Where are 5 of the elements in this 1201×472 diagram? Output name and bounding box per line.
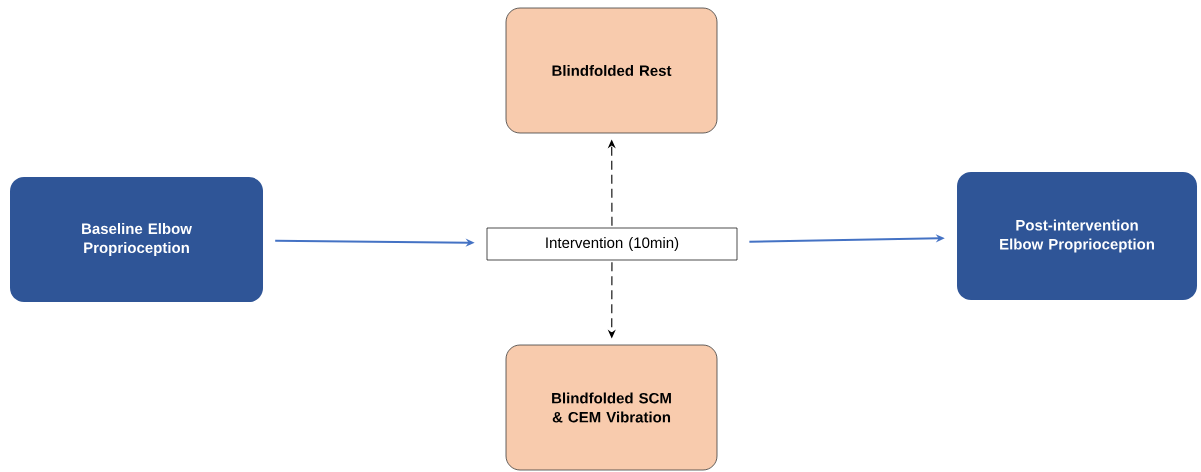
intervention-box: Blindfolded SCM & CEM Vibration — [505, 344, 718, 471]
intervention-box: Intervention (10min) — [486, 227, 738, 261]
process-box: Baseline Elbow Proprioception — [10, 177, 263, 302]
process-box: Post-intervention Elbow Proprioception — [957, 172, 1197, 300]
intervention-box: Blindfolded Rest — [505, 7, 718, 134]
